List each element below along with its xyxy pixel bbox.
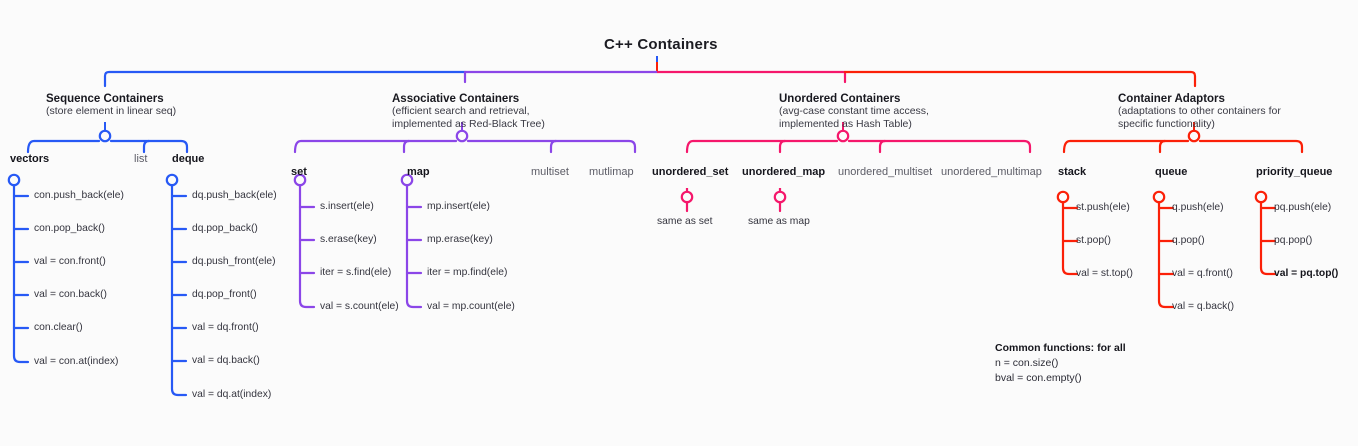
method-item: s.insert(ele)	[320, 201, 374, 212]
method-item: st.pop()	[1076, 235, 1111, 246]
node-deque[interactable]: deque	[172, 153, 205, 165]
node-unordered-map[interactable]: unordered_map	[742, 166, 826, 178]
node-queue[interactable]: queue	[1155, 166, 1188, 178]
same-as-set-note: same as set	[657, 216, 713, 227]
method-item: pq.pop()	[1274, 235, 1313, 246]
node-set[interactable]: set	[291, 166, 307, 178]
method-item: val = s.count(ele)	[320, 301, 399, 312]
node-unordered-multiset[interactable]: unordered_multiset	[838, 166, 933, 178]
method-item: q.pop()	[1172, 235, 1205, 246]
diagram-title: C++ Containers	[604, 36, 718, 53]
method-item: iter = s.find(ele)	[320, 267, 392, 278]
same-as-map-note: same as map	[748, 216, 810, 227]
node-priority-queue[interactable]: priority_queue	[1256, 166, 1333, 178]
branch-title-unordered: Unordered Containers	[779, 93, 901, 105]
method-item: pq.push(ele)	[1274, 202, 1332, 213]
method-item: dq.push_front(ele)	[192, 256, 276, 267]
method-item: q.push(ele)	[1172, 202, 1224, 213]
method-item: con.pop_back()	[34, 223, 105, 234]
method-item: val = dq.at(index)	[192, 389, 272, 400]
method-item: s.erase(key)	[320, 234, 377, 245]
method-item: val = con.front()	[34, 256, 106, 267]
branch-subtitle-unordered-line1: (avg-case constant time access,	[779, 105, 929, 117]
node-list[interactable]: list	[134, 153, 148, 165]
method-item: val = dq.back()	[192, 355, 260, 366]
branch-subtitle-adaptors-line1: (adaptations to other containers for	[1118, 105, 1281, 117]
node-vectors[interactable]: vectors	[10, 153, 50, 165]
branch-subtitle-sequence: (store element in linear seq)	[46, 105, 177, 117]
method-item-highlighted: val = pq.top()	[1274, 268, 1339, 279]
method-item: con.clear()	[34, 322, 83, 333]
common-functions-line2: bval = con.empty()	[995, 372, 1082, 385]
branch-title-adaptors: Container Adaptors	[1118, 93, 1225, 105]
method-item: val = st.top()	[1076, 268, 1133, 279]
method-item: dq.pop_front()	[192, 289, 257, 300]
method-item: mp.insert(ele)	[427, 201, 490, 212]
branch-title-sequence: Sequence Containers	[46, 93, 164, 105]
method-item: mp.erase(key)	[427, 234, 493, 245]
method-item: con.push_back(ele)	[34, 190, 124, 201]
common-functions-heading: Common functions: for all	[995, 342, 1126, 354]
method-item: val = q.front()	[1172, 268, 1233, 279]
branch-subtitle-associative-line1: (efficient search and retrieval,	[392, 105, 530, 117]
method-item: st.push(ele)	[1076, 202, 1130, 213]
method-item: dq.push_back(ele)	[192, 190, 277, 201]
common-functions-line1: n = con.size()	[995, 357, 1059, 370]
node-map[interactable]: map	[407, 166, 430, 178]
common-functions-block: Common functions: for all n = con.size()…	[995, 341, 1126, 387]
branch-subtitle-adaptors-line2: specific functionality)	[1118, 118, 1215, 130]
branch-title-associative: Associative Containers	[392, 93, 520, 105]
node-unordered-set[interactable]: unordered_set	[652, 166, 729, 178]
branch-subtitle-associative-line2: implemented as Red-Black Tree)	[392, 118, 545, 130]
method-item: iter = mp.find(ele)	[427, 267, 508, 278]
method-item: dq.pop_back()	[192, 223, 258, 234]
node-stack[interactable]: stack	[1058, 166, 1087, 178]
node-multiset[interactable]: multiset	[531, 166, 569, 178]
method-item: val = con.back()	[34, 289, 107, 300]
method-item: val = dq.front()	[192, 322, 259, 333]
node-unordered-multimap[interactable]: unordered_multimap	[941, 166, 1042, 178]
method-item: val = q.back()	[1172, 301, 1235, 312]
method-item: val = con.at(index)	[34, 356, 119, 367]
method-item: val = mp.count(ele)	[427, 301, 515, 312]
node-mutlimap[interactable]: mutlimap	[589, 166, 634, 178]
branch-subtitle-unordered-line2: implemented as Hash Table)	[779, 118, 912, 130]
